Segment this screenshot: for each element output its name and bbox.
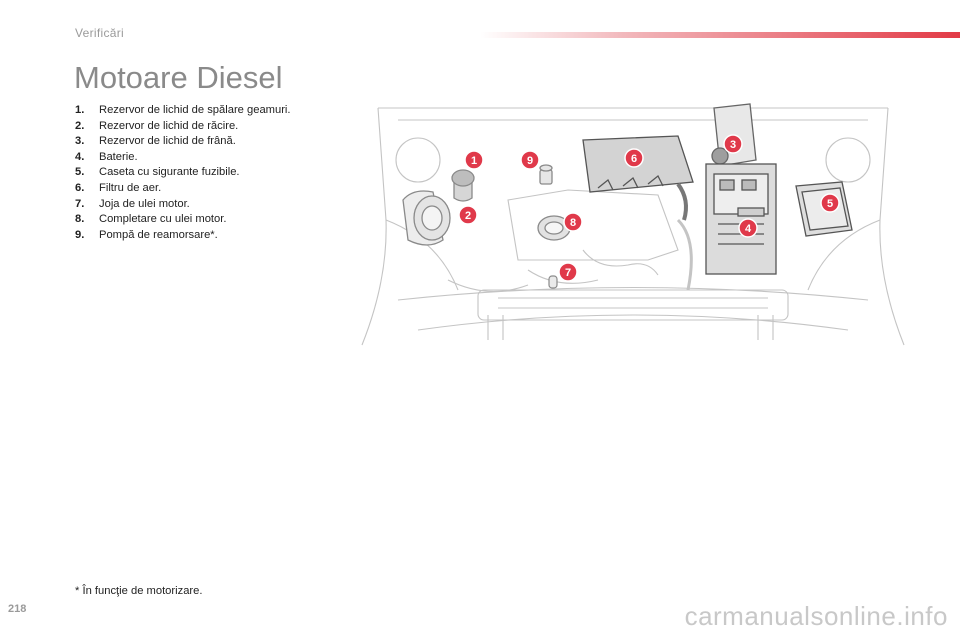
battery	[705, 163, 777, 275]
svg-text:4: 4	[745, 223, 752, 235]
legend-number: 5.	[75, 166, 85, 179]
legend-text: Filtru de aer.	[99, 181, 162, 194]
page-title: Motoare Diesel	[74, 60, 283, 95]
legend-number: 6.	[75, 181, 85, 194]
component-legend: 1. Rezervor de lichid de spălare geamuri.…	[75, 103, 291, 243]
legend-number: 3.	[75, 135, 85, 148]
svg-text:6: 6	[631, 153, 637, 165]
marker-7: 7	[558, 262, 578, 282]
air-filter	[582, 135, 694, 221]
svg-text:8: 8	[570, 217, 576, 229]
header-rule	[480, 32, 960, 38]
legend-item: 5. Caseta cu sigurante fuzibile.	[75, 165, 291, 181]
page-number: 218	[8, 603, 27, 615]
legend-text: Rezervor de lichid de frână.	[99, 135, 236, 148]
legend-number: 8.	[75, 213, 85, 226]
legend-item: 6. Filtru de aer.	[75, 181, 291, 197]
marker-5: 5	[820, 193, 840, 213]
legend-text: Caseta cu sigurante fuzibile.	[99, 166, 240, 179]
legend-text: Completare cu ulei motor.	[99, 213, 227, 226]
legend-item: 8. Completare cu ulei motor.	[75, 212, 291, 228]
engine-bay-outline	[361, 107, 905, 346]
watermark: carmanualsonline.info	[684, 601, 948, 631]
priming-pump	[539, 164, 553, 185]
legend-number: 2.	[75, 119, 85, 132]
legend-item: 1. Rezervor de lichid de spălare geamuri.	[75, 103, 291, 119]
marker-6: 6	[624, 148, 644, 168]
legend-item: 7. Joja de ulei motor.	[75, 197, 291, 213]
legend-text: Pompă de reamorsare*.	[99, 228, 218, 241]
legend-item: 9. Pompă de reamorsare*.	[75, 228, 291, 244]
oil-filler-cap	[537, 215, 571, 241]
legend-item: 2. Rezervor de lichid de răcire.	[75, 119, 291, 135]
svg-text:7: 7	[565, 267, 571, 279]
svg-text:2: 2	[465, 210, 471, 222]
marker-2: 2	[458, 205, 478, 225]
marker-9: 9	[520, 150, 540, 170]
legend-number: 9.	[75, 228, 85, 241]
legend-text: Joja de ulei motor.	[99, 197, 190, 210]
legend-text: Rezervor de lichid de spălare geamuri.	[99, 104, 291, 116]
svg-text:1: 1	[471, 155, 477, 167]
dipstick-handle	[548, 275, 558, 289]
marker-4: 4	[738, 218, 758, 238]
footnote: * În funcţie de motorizare.	[75, 585, 203, 597]
legend-number: 1.	[75, 104, 85, 116]
legend-item: 3. Rezervor de lichid de frână.	[75, 134, 291, 150]
svg-text:9: 9	[527, 155, 533, 167]
engine-bay-diagram: 1 2 3 4 5 6 7 8 9	[361, 103, 905, 346]
legend-number: 4.	[75, 150, 85, 163]
marker-8: 8	[563, 212, 583, 232]
svg-text:3: 3	[730, 139, 736, 151]
washer-and-coolant-reservoirs	[402, 169, 475, 246]
legend-item: 4. Baterie.	[75, 150, 291, 166]
svg-text:5: 5	[827, 198, 833, 210]
legend-number: 7.	[75, 197, 85, 210]
marker-3: 3	[723, 134, 743, 154]
marker-1: 1	[464, 150, 484, 170]
legend-text: Baterie.	[99, 150, 138, 163]
section-label: Verificări	[75, 26, 125, 40]
legend-text: Rezervor de lichid de răcire.	[99, 119, 239, 132]
